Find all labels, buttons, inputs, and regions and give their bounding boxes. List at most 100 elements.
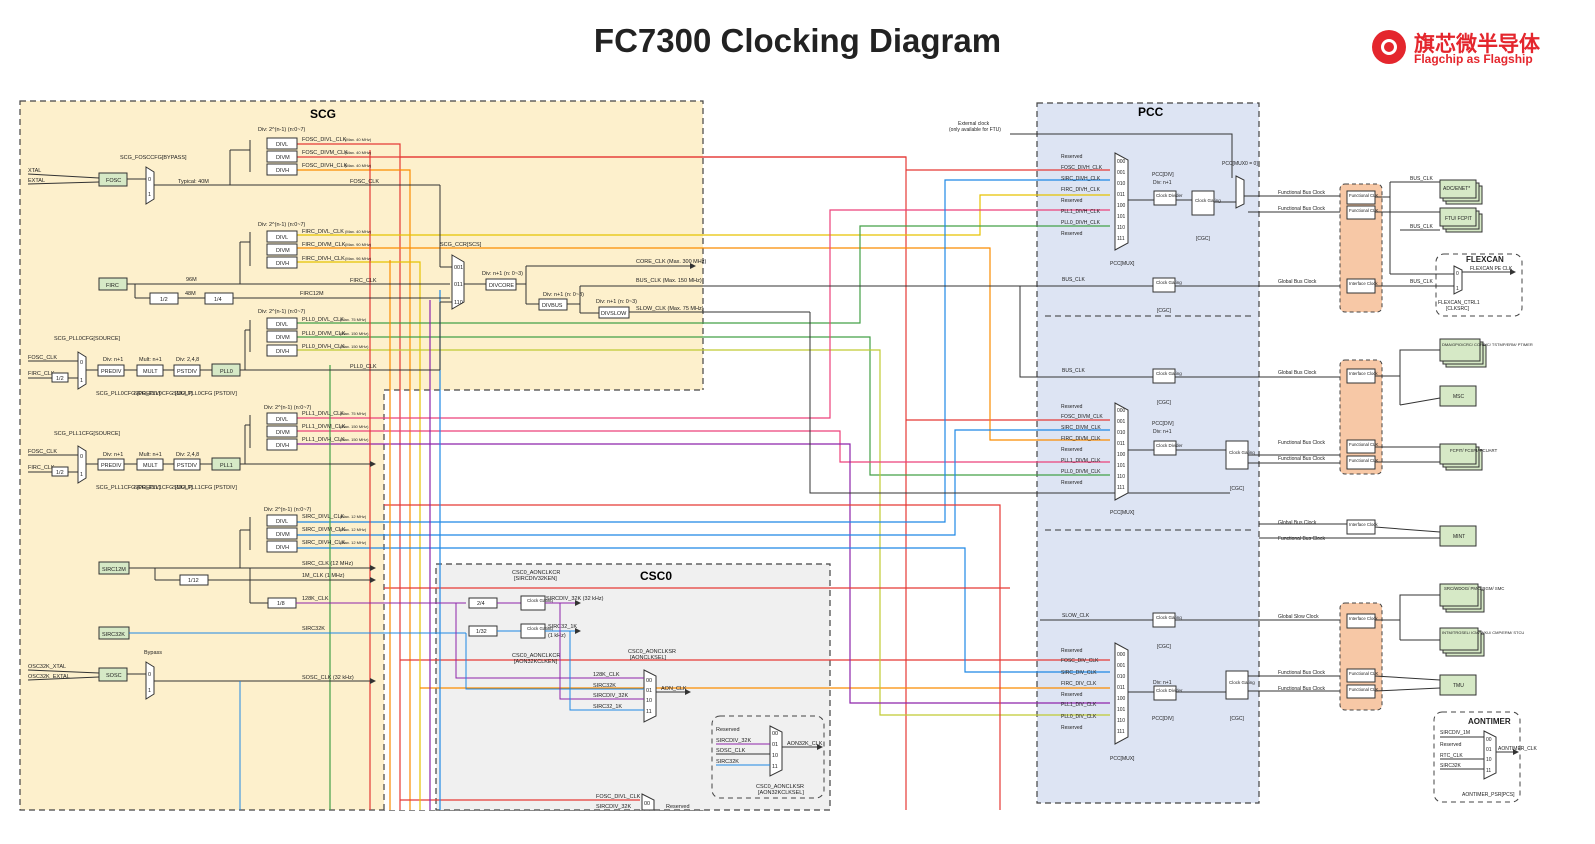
svg-text:FIRC12M: FIRC12M <box>300 291 324 297</box>
svg-text:(Max. 75 MHz): (Max. 75 MHz) <box>340 411 367 416</box>
svg-text:FIRC: FIRC <box>106 283 119 289</box>
svg-text:Clock Gating: Clock Gating <box>1229 450 1255 455</box>
svg-text:[SIRCDIV32KEN]: [SIRCDIV32KEN] <box>514 576 557 582</box>
svg-text:1/8: 1/8 <box>277 601 285 607</box>
svg-text:001: 001 <box>1117 663 1126 669</box>
svg-text:Div: 2^(n-1) (n:0~7): Div: 2^(n-1) (n:0~7) <box>264 405 312 411</box>
svg-text:BUS_CLK: BUS_CLK <box>1410 279 1433 285</box>
svg-text:FIRC_DIVM_CLK: FIRC_DIVM_CLK <box>302 242 346 248</box>
svg-text:FOSC_DIVM_CLK: FOSC_DIVM_CLK <box>1061 414 1103 420</box>
svg-text:FOSC: FOSC <box>106 178 121 184</box>
fcpit-block: FCPIT/ FCSPI/ FCUART <box>1439 443 1498 471</box>
svg-text:Clock Divider: Clock Divider <box>1156 443 1183 448</box>
svg-text:110: 110 <box>1117 474 1125 480</box>
svg-text:OSC32K_EXTAL: OSC32K_EXTAL <box>28 674 70 680</box>
svg-text:Typical: 40M: Typical: 40M <box>178 179 209 185</box>
svg-text:Div: 2^(n-1) (n:0~7): Div: 2^(n-1) (n:0~7) <box>258 309 306 315</box>
svg-text:PLL0_DIVL_CLK: PLL0_DIVL_CLK <box>302 317 344 323</box>
svg-text:Div: 2,4,8: Div: 2,4,8 <box>176 357 199 363</box>
svg-text:011: 011 <box>454 282 463 288</box>
svg-text:Global Slow Clock: Global Slow Clock <box>1278 614 1319 620</box>
svg-text:SOSC_CLK: SOSC_CLK <box>716 748 746 754</box>
svg-text:PLL1_DIVH_CLK: PLL1_DIVH_CLK <box>302 437 345 443</box>
logo-mark-icon <box>1372 30 1406 64</box>
svg-text:0: 0 <box>80 454 83 460</box>
svg-text:Functional Bus Clock: Functional Bus Clock <box>1278 670 1325 676</box>
svg-text:(Max. 96 MHz): (Max. 96 MHz) <box>345 256 372 261</box>
svg-text:011: 011 <box>1117 441 1125 447</box>
peripheral-section: Functional Bus Clock Functional Bus Cloc… <box>1259 176 1538 803</box>
svg-text:DIVH: DIVH <box>276 545 289 551</box>
svg-text:PSTDIV: PSTDIV <box>177 463 197 469</box>
svg-text:SOSC_CLK (32 kHz): SOSC_CLK (32 kHz) <box>302 675 354 681</box>
svg-text:PCC[DIV]: PCC[DIV] <box>1152 421 1174 427</box>
svg-text:DIVH: DIVH <box>276 168 289 174</box>
svg-text:100: 100 <box>1117 203 1126 209</box>
svg-text:11: 11 <box>1486 768 1491 774</box>
svg-text:FIRC_DIVL_CLK: FIRC_DIVL_CLK <box>302 229 344 235</box>
svg-text:1/2: 1/2 <box>56 470 64 476</box>
svg-text:SIRC32K: SIRC32K <box>1440 763 1462 769</box>
svg-text:SIRC32K: SIRC32K <box>102 632 125 638</box>
svg-text:FCPIT/ FCSPI/ FCUART: FCPIT/ FCSPI/ FCUART <box>1450 448 1498 453</box>
svg-text:Div: 2,4,8: Div: 2,4,8 <box>176 452 199 458</box>
svg-text:DIVL: DIVL <box>276 322 288 328</box>
svg-text:1/2: 1/2 <box>56 376 64 382</box>
svg-text:10: 10 <box>772 753 778 759</box>
svg-text:011: 011 <box>1117 192 1125 198</box>
svg-text:FIRC_DIVH_CLK: FIRC_DIVH_CLK <box>1061 187 1101 193</box>
svg-text:DIVCORE: DIVCORE <box>489 283 514 289</box>
svg-text:(Max. 12 MHz): (Max. 12 MHz) <box>340 540 367 545</box>
svg-text:(Max. 40 MHz): (Max. 40 MHz) <box>345 229 372 234</box>
svg-text:RTC_CLK: RTC_CLK <box>1440 753 1463 759</box>
svg-text:Div: n+1 (n: 0~3): Div: n+1 (n: 0~3) <box>543 292 584 298</box>
svg-text:FIRC_DIV_CLK: FIRC_DIV_CLK <box>1061 681 1097 687</box>
svg-text:Bypass: Bypass <box>144 650 162 656</box>
svg-text:BUS_CLK (Max. 150 MHz): BUS_CLK (Max. 150 MHz) <box>636 278 702 284</box>
svg-text:PLL0_DIVM_CLK: PLL0_DIVM_CLK <box>1061 469 1101 475</box>
svg-text:SRC/WDOG/ PMC/ RGM/ SMC: SRC/WDOG/ PMC/ RGM/ SMC <box>1444 586 1504 591</box>
svg-text:DIVL: DIVL <box>276 417 288 423</box>
svg-text:FOSC_CLK: FOSC_CLK <box>350 179 379 185</box>
wdt-block: INTM/TRGSEL/ ICM/ WKU/ CMP/ERM/ STCU <box>1439 627 1524 657</box>
adc-block: ADC/ENET* <box>1439 179 1483 205</box>
svg-text:Global Bus Clock: Global Bus Clock <box>1278 370 1317 376</box>
svg-text:Reserved: Reserved <box>1061 154 1083 160</box>
svg-text:100: 100 <box>1117 696 1126 702</box>
svg-text:ADC/ENET*: ADC/ENET* <box>1443 186 1470 192</box>
svg-text:[CGC]: [CGC] <box>1157 308 1172 314</box>
svg-text:(Max. 12 MHz): (Max. 12 MHz) <box>340 514 367 519</box>
svg-text:01: 01 <box>1486 747 1492 753</box>
svg-text:CSC0_AONCLKCR: CSC0_AONCLKCR <box>512 653 560 659</box>
tmu-block <box>1439 674 1477 696</box>
svg-text:Clock Gating: Clock Gating <box>1156 371 1182 376</box>
dma-block: DMA/GPIO/CRC/ CORDIC/ TSTMP/ERM/ PTIMER <box>1439 338 1533 368</box>
svg-text:(1 kHz): (1 kHz) <box>548 633 566 639</box>
svg-text:001: 001 <box>454 265 463 271</box>
svg-text:CSC0_AONCLKSR: CSC0_AONCLKSR <box>628 649 676 655</box>
svg-text:1M_CLK (1 MHz): 1M_CLK (1 MHz) <box>302 573 345 579</box>
svg-text:FLEXCAN PE CLK: FLEXCAN PE CLK <box>1470 266 1513 272</box>
svg-text:FOSC_DIVH_CLK: FOSC_DIVH_CLK <box>1061 165 1103 171</box>
svg-text:128K_CLK: 128K_CLK <box>302 596 329 602</box>
svg-text:Reserved: Reserved <box>716 727 740 733</box>
svg-text:48M: 48M <box>185 291 196 297</box>
svg-text:(Max. 150 MHz): (Max. 150 MHz) <box>340 331 369 336</box>
svg-text:FIRC_CLK: FIRC_CLK <box>28 371 55 377</box>
svg-text:SIRC32_1K: SIRC32_1K <box>593 704 622 710</box>
svg-text:[CGC]: [CGC] <box>1157 400 1172 406</box>
svg-text:DIVSLOW: DIVSLOW <box>601 311 627 317</box>
svg-text:SCG_PLL1CFG[SOURCE]: SCG_PLL1CFG[SOURCE] <box>54 431 120 437</box>
svg-text:SCG_PLL0CFG [PSTDIV]: SCG_PLL0CFG [PSTDIV] <box>173 391 237 397</box>
svg-text:[AON32KCLKSEL]: [AON32KCLKSEL] <box>758 790 804 796</box>
svg-text:PCC[MUX]: PCC[MUX] <box>1110 261 1135 267</box>
svg-text:Functional Bus Clock: Functional Bus Clock <box>1278 536 1325 542</box>
svg-text:Div: 2^(n-1) (n:0~7): Div: 2^(n-1) (n:0~7) <box>258 222 306 228</box>
svg-text:MULT: MULT <box>143 463 158 469</box>
svg-text:SIRC_DIVM_CLK: SIRC_DIVM_CLK <box>302 527 346 533</box>
svg-text:SIRC_DIVM_CLK: SIRC_DIVM_CLK <box>1061 425 1101 431</box>
svg-text:CSC0_AONCLKCR: CSC0_AONCLKCR <box>512 570 560 576</box>
svg-text:(Max. 12 MHz): (Max. 12 MHz) <box>340 527 367 532</box>
svg-text:00: 00 <box>644 801 650 807</box>
csc0-label: CSC0 <box>640 569 672 583</box>
